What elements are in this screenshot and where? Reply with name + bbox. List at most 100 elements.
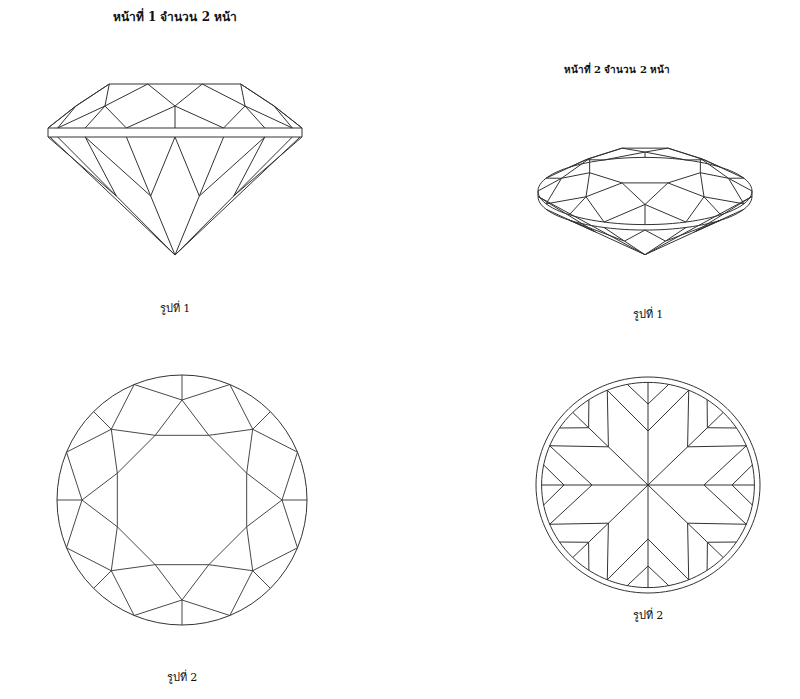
- facet-edge: [569, 197, 586, 215]
- facet-edge: [199, 137, 223, 196]
- facet-edge: [282, 500, 297, 548]
- facet-edge: [126, 106, 175, 128]
- facet-edge: [704, 197, 721, 215]
- facet-edge: [67, 500, 82, 548]
- facet-edge: [550, 446, 609, 447]
- facet-edge: [607, 539, 648, 580]
- facet-edge: [645, 152, 646, 157]
- facet-edge: [182, 375, 183, 400]
- facet-edge: [302, 128, 303, 137]
- facet-edge: [48, 128, 302, 129]
- facet-edge: [234, 137, 302, 196]
- facet-edge: [546, 160, 586, 178]
- facet-edge: [241, 84, 302, 128]
- facet-edge: [560, 400, 589, 428]
- facet-edge: [58, 137, 117, 196]
- facet-edge: [126, 137, 150, 196]
- facet-edge: [573, 412, 648, 485]
- facet-edge: [246, 473, 247, 527]
- facet-edge: [622, 148, 645, 152]
- facet-edge: [607, 390, 648, 431]
- facet-edge: [155, 400, 182, 435]
- facet-edge: [625, 230, 645, 241]
- facet-edge: [94, 412, 112, 430]
- facet-edge: [148, 84, 202, 85]
- facet-edge: [48, 128, 49, 137]
- facet-edge: [117, 435, 155, 473]
- facet-edge: [82, 500, 117, 527]
- facet-edge: [622, 182, 668, 183]
- facet-edge: [586, 197, 604, 222]
- oval-gem-side-view: [538, 148, 752, 255]
- facet-edge: [596, 232, 645, 255]
- facet-edge: [134, 600, 182, 615]
- facet-edge: [111, 565, 155, 571]
- facet-edge: [645, 232, 694, 255]
- facet-edge: [245, 106, 292, 128]
- facet-edge: [58, 106, 105, 128]
- facet-edge: [645, 148, 668, 152]
- facet-edge: [111, 571, 134, 616]
- facet-edge: [111, 385, 134, 430]
- facet-edge: [538, 157, 752, 224]
- facet-edge: [573, 485, 648, 558]
- facet-edge: [151, 137, 175, 196]
- facet-edge: [109, 84, 147, 85]
- facet-edge: [105, 106, 126, 128]
- figure-caption: รูปที่ 2: [167, 671, 198, 684]
- facet-edge: [707, 400, 736, 428]
- facet-edge: [648, 390, 689, 431]
- facet-edge: [82, 473, 117, 500]
- facet-edge: [645, 183, 668, 205]
- facet-edge: [589, 158, 590, 172]
- facet-edge: [67, 452, 82, 500]
- facet-edge: [728, 178, 752, 191]
- facet-edge: [627, 384, 669, 404]
- facet-edge: [209, 429, 253, 435]
- facet-edge: [182, 600, 183, 625]
- facet-edge: [199, 137, 265, 196]
- facet-edge: [645, 204, 686, 222]
- facet-edge: [202, 84, 240, 85]
- facet-edge: [550, 446, 592, 485]
- facet-edge: [111, 527, 117, 571]
- facet-edge: [538, 196, 752, 254]
- facet-edge: [645, 230, 665, 241]
- facet-edge: [688, 390, 689, 447]
- facet-edge: [282, 452, 297, 500]
- facet-edge: [48, 137, 302, 138]
- facet-edge: [175, 137, 199, 196]
- figure-caption: รูปที่ 1: [160, 302, 191, 315]
- facet-edge: [668, 173, 700, 183]
- figure-caption: รูปที่ 1: [633, 308, 664, 321]
- facet-edge: [688, 523, 689, 580]
- facet-edge: [230, 571, 253, 616]
- facet-edge: [586, 183, 622, 197]
- facet-edge: [648, 412, 723, 485]
- facet-edge: [704, 160, 744, 178]
- facet-edge: [668, 183, 704, 197]
- facet-edge: [728, 178, 743, 179]
- facet-edge: [253, 571, 271, 589]
- facet-edge: [622, 183, 645, 205]
- facet-edge: [590, 173, 622, 183]
- facet-edge: [85, 137, 116, 196]
- page-heading: หน้าที่ 2 จำนวน 2 หน้า: [564, 64, 671, 76]
- facet-edge: [182, 600, 230, 615]
- facet-edge: [544, 465, 564, 505]
- facet-edge: [704, 485, 746, 524]
- facet-edge: [253, 429, 298, 452]
- facet-edge: [752, 191, 753, 196]
- facet-edge: [48, 137, 116, 196]
- facet-edge: [247, 473, 282, 500]
- facet-edge: [732, 465, 752, 505]
- facet-edge: [230, 385, 253, 430]
- facet-edge: [648, 485, 723, 558]
- facet-edge: [700, 158, 701, 172]
- round-gem-side-view: [48, 84, 302, 255]
- facet-edge: [627, 566, 669, 586]
- facet-edge: [155, 565, 182, 600]
- facet-edge: [538, 191, 539, 196]
